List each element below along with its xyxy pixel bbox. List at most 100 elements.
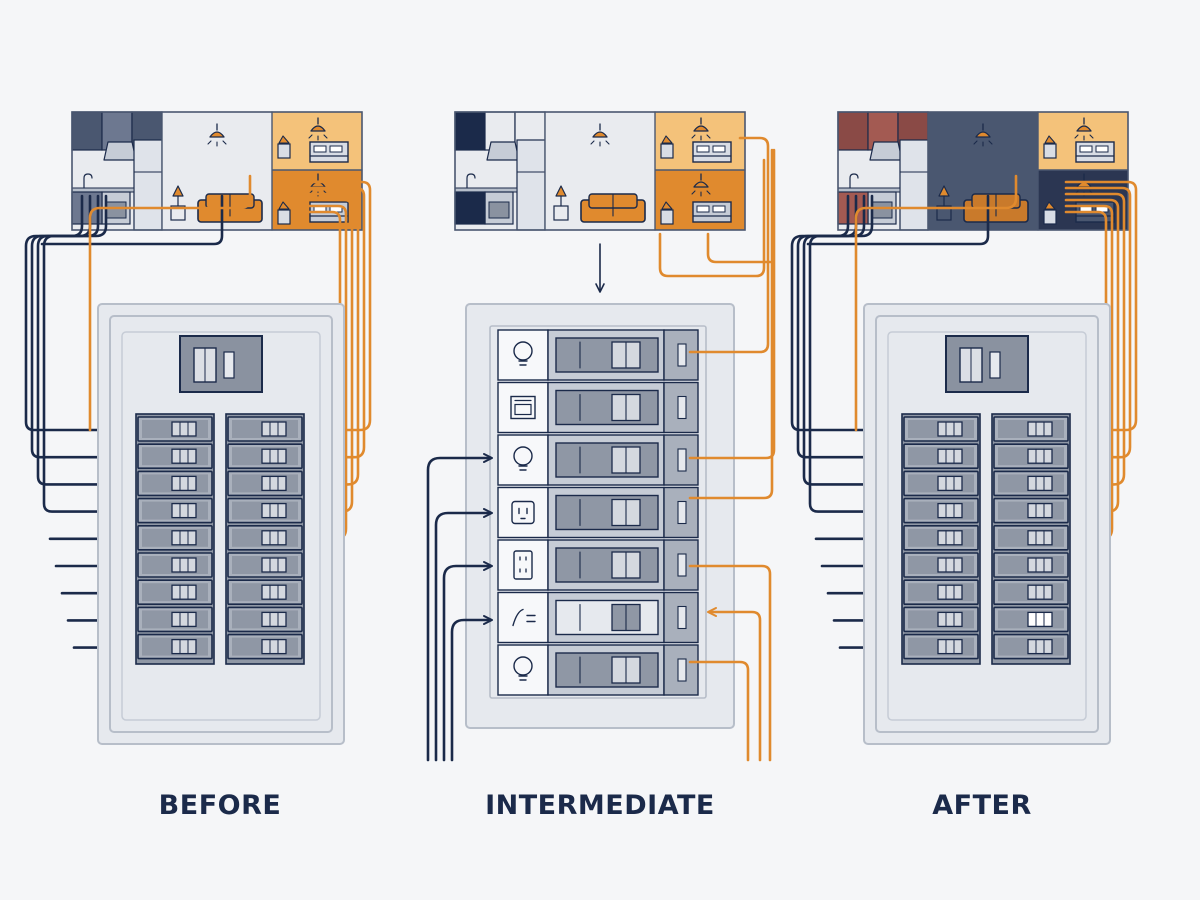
breaker — [903, 606, 979, 633]
pendant-lamp-icon — [1074, 117, 1094, 141]
light-bulb-icon — [513, 656, 533, 681]
table-lamp-icon — [170, 185, 186, 221]
breaker — [137, 497, 213, 524]
breaker — [227, 552, 303, 578]
breaker — [903, 552, 979, 578]
breaker — [137, 470, 213, 497]
nightstand-icon — [277, 201, 291, 225]
breaker — [555, 599, 659, 636]
pendant-lamp-icon — [590, 123, 610, 147]
breaker — [227, 606, 303, 633]
breaker — [555, 442, 659, 478]
breaker — [137, 633, 213, 660]
orange-circuit-wires — [658, 136, 776, 762]
pendant-lamp-icon — [973, 123, 993, 147]
floor-plan-strip — [837, 111, 1129, 231]
light-bulb-icon — [513, 446, 533, 471]
breaker — [227, 443, 303, 470]
breaker — [993, 606, 1069, 633]
breaker — [993, 497, 1069, 524]
before-panel-group — [24, 111, 372, 745]
circuit-row — [497, 486, 699, 539]
breaker — [227, 416, 303, 442]
breaker — [555, 547, 659, 583]
breaker — [555, 389, 659, 426]
kitchen-icon — [454, 111, 546, 231]
breaker — [227, 497, 303, 524]
bed-icon — [692, 201, 732, 223]
breaker — [137, 552, 213, 578]
switch-icon — [512, 608, 536, 627]
breaker — [137, 416, 213, 442]
oven-icon — [510, 395, 536, 420]
floor-plan-outline — [837, 111, 1129, 231]
label-intermediate: INTERMEDIATE — [485, 790, 715, 821]
breaker — [993, 443, 1069, 470]
pendant-lamp-icon — [207, 123, 227, 147]
outlet-icon — [511, 500, 535, 525]
breaker — [903, 633, 979, 660]
kitchen-icon — [71, 111, 163, 231]
circuit-row — [497, 591, 699, 644]
kitchen-icon — [837, 111, 929, 231]
circuit-row — [497, 329, 699, 381]
sofa-icon — [580, 193, 646, 223]
gfci-outlet-icon — [513, 550, 533, 580]
pendant-lamp-icon — [691, 117, 711, 141]
bed-icon — [1075, 141, 1115, 163]
floor-plan-strip — [454, 111, 746, 231]
bed-icon — [692, 141, 732, 163]
label-after: AFTER — [932, 790, 1032, 821]
table-lamp-icon — [936, 185, 952, 221]
after-breaker-panel — [863, 303, 1111, 745]
breaker — [903, 524, 979, 551]
sofa-icon — [197, 193, 263, 223]
main-breaker — [179, 335, 263, 393]
circuit-row — [497, 381, 699, 434]
nightstand-icon — [660, 135, 674, 159]
main-breaker — [945, 335, 1029, 393]
breaker — [993, 552, 1069, 578]
circuit-row — [497, 644, 699, 696]
floor-plan-outline — [71, 111, 363, 231]
light-bulb-icon — [513, 341, 533, 366]
nightstand-icon — [277, 135, 291, 159]
breaker — [227, 633, 303, 660]
breaker — [903, 497, 979, 524]
breaker — [137, 606, 213, 633]
breaker — [993, 416, 1069, 442]
breaker — [993, 579, 1069, 606]
breaker — [137, 443, 213, 470]
breaker — [993, 470, 1069, 497]
breaker — [227, 524, 303, 551]
floor-plan-outline — [454, 111, 746, 231]
breaker — [137, 524, 213, 551]
breaker — [555, 337, 659, 373]
nightstand-icon — [660, 201, 674, 225]
breaker — [227, 579, 303, 606]
breaker — [903, 579, 979, 606]
breaker — [903, 470, 979, 497]
breaker — [137, 579, 213, 606]
pendant-lamp-icon — [308, 117, 328, 141]
breaker — [555, 494, 659, 531]
bed-icon — [309, 141, 349, 163]
pendant-lamp-icon — [691, 173, 711, 197]
navy-circuit-wires — [426, 453, 493, 762]
table-lamp-icon — [553, 185, 569, 221]
breaker — [903, 416, 979, 442]
breaker — [227, 470, 303, 497]
nightstand-icon — [1043, 201, 1057, 225]
breaker — [903, 443, 979, 470]
nightstand-icon — [1043, 135, 1057, 159]
breaker — [555, 652, 659, 688]
label-before: BEFORE — [158, 790, 282, 821]
intermediate-panel-group — [426, 111, 776, 762]
circuit-row — [497, 434, 699, 486]
floor-plan-strip — [71, 111, 363, 231]
breaker — [993, 633, 1069, 660]
before-breaker-panel — [97, 303, 345, 745]
breaker — [993, 524, 1069, 551]
